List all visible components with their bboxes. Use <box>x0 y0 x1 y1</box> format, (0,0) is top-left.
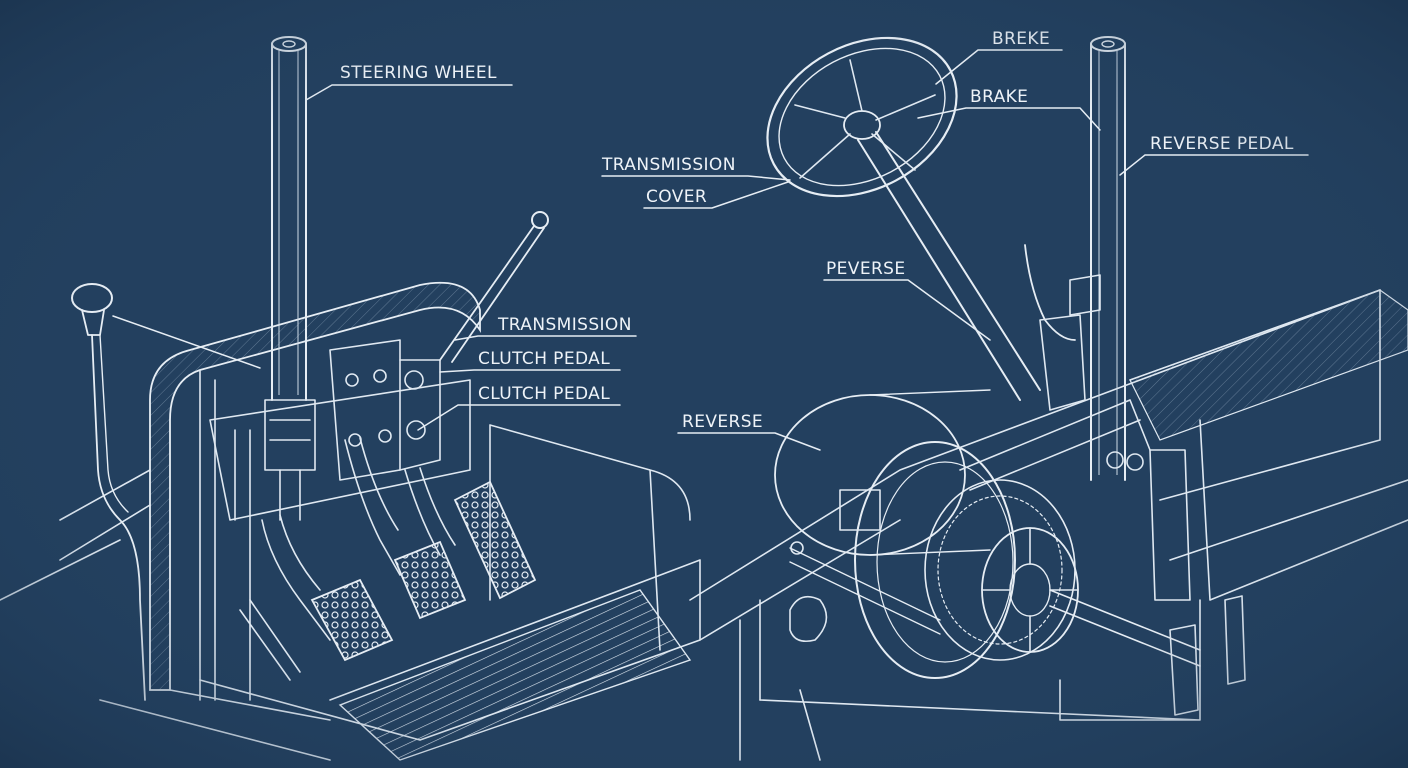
label-peverse: PEVERSE <box>826 259 906 279</box>
label-brake: BRAKE <box>970 87 1028 107</box>
label-clutch-pedal-2: CLUTCH PEDAL <box>478 384 610 404</box>
label-reverse: REVERSE <box>682 412 763 432</box>
label-steering-wheel: STEERING WHEEL <box>340 63 497 83</box>
label-reverse-pedal: REVERSE PEDAL <box>1150 134 1294 154</box>
label-clutch-pedal-1: CLUTCH PEDAL <box>478 349 610 369</box>
label-breke: BREKE <box>992 29 1050 49</box>
label-cover: COVER <box>646 187 707 207</box>
label-transmission-left: TRANSMISSION <box>497 315 632 335</box>
label-transmission-right: TRANSMISSION <box>601 155 736 175</box>
